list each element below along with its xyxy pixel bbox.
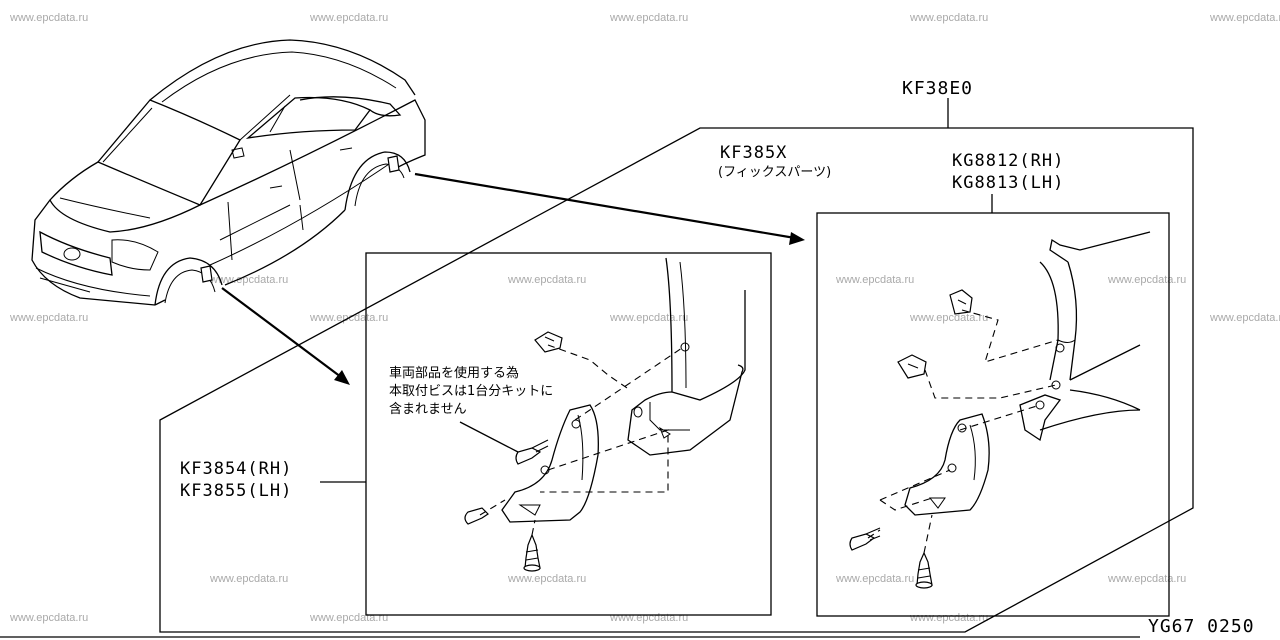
watermark-text: www.epcdata.ru <box>507 274 586 286</box>
watermark-text: www.epcdata.ru <box>835 573 914 585</box>
watermark-text: www.epcdata.ru <box>9 312 88 324</box>
assembly-outline: KF38E0 <box>159 78 1194 633</box>
watermark-text: www.epcdata.ru <box>9 12 88 24</box>
fix-kit-note: (フィックスパーツ) <box>718 165 831 180</box>
watermark-layer: www.epcdata.ru www.epcdata.ru www.epcdat… <box>9 12 1280 624</box>
rear-detail-box <box>816 212 1170 617</box>
watermark-text: www.epcdata.ru <box>309 612 388 624</box>
front-pointer-arrow <box>221 287 346 381</box>
car-illustration <box>31 39 426 306</box>
watermark-text: www.epcdata.ru <box>609 312 688 324</box>
watermark-text: www.epcdata.ru <box>1107 573 1186 585</box>
pointer-arrows <box>221 172 805 385</box>
watermark-text: www.epcdata.ru <box>909 612 988 624</box>
front-note-line3: 含まれません <box>389 401 467 417</box>
watermark-text: www.epcdata.ru <box>1209 312 1280 324</box>
watermark-text: www.epcdata.ru <box>909 12 988 24</box>
watermark-text: www.epcdata.ru <box>1107 274 1186 286</box>
watermark-text: www.epcdata.ru <box>1209 12 1280 24</box>
front-detail-box: 車両部品を使用する為 本取付ビスは1台分キットに 含まれません <box>365 252 772 616</box>
fix-kit-code: KF385X <box>720 143 787 163</box>
rear-arrow-head <box>789 232 805 245</box>
watermark-text: www.epcdata.ru <box>309 12 388 24</box>
illustration-code: YG67 0250 <box>1148 616 1255 637</box>
assembly-kit-code: KF38E0 <box>902 78 973 99</box>
watermark-text: www.epcdata.ru <box>909 312 988 324</box>
front-note-line2: 本取付ビスは1台分キットに <box>389 384 553 399</box>
watermark-text: www.epcdata.ru <box>507 573 586 585</box>
rear-mudguard-labels: KG8812(RH) KG8813(LH) <box>952 151 1064 213</box>
watermark-text: www.epcdata.ru <box>609 612 688 624</box>
front-mudguard-rh-label: KF3854(RH) <box>180 459 292 479</box>
front-mudguard-labels: KF3854(RH) KF3855(LH) <box>180 459 366 501</box>
rear-mudguard-rh-label: KG8812(RH) <box>952 151 1064 171</box>
fix-kit-label: KF385X (フィックスパーツ) <box>718 143 831 180</box>
watermark-text: www.epcdata.ru <box>835 274 914 286</box>
front-arrow-head <box>334 370 350 385</box>
rear-mudguard-lh-label: KG8813(LH) <box>952 173 1064 193</box>
watermark-text: www.epcdata.ru <box>9 612 88 624</box>
rear-pointer-arrow <box>414 172 796 240</box>
watermark-text: www.epcdata.ru <box>209 573 288 585</box>
watermark-text: www.epcdata.ru <box>609 12 688 24</box>
front-note-line1: 車両部品を使用する為 <box>389 365 519 381</box>
front-mudguard-lh-label: KF3855(LH) <box>180 481 292 501</box>
